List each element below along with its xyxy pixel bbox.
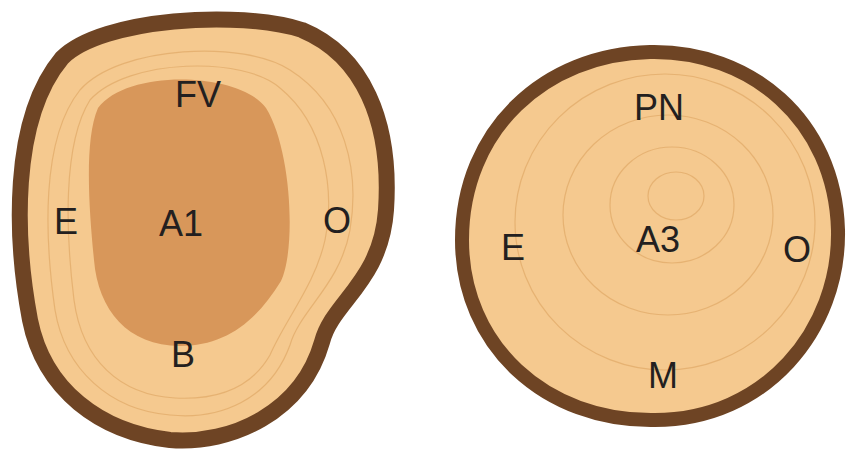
label-anchor: A1 (159, 206, 203, 242)
label-anchor: A3 (636, 222, 680, 258)
label-anchor: E (501, 230, 525, 266)
section-label: A3 (636, 219, 680, 260)
label-anchor: PN (634, 90, 684, 126)
growth-rings (48, 51, 353, 416)
right-disc (462, 52, 838, 420)
section-label: M (648, 355, 678, 396)
section-label: O (323, 200, 351, 241)
section-label: B (171, 334, 195, 375)
section-label: FV (175, 74, 221, 115)
label-anchor: FV (175, 77, 221, 113)
section-label: PN (634, 87, 684, 128)
section-label: A1 (159, 203, 203, 244)
section-label: O (783, 229, 811, 270)
left-disc (20, 19, 387, 440)
growth-rings (515, 74, 815, 370)
label-anchor: M (648, 358, 678, 394)
label-anchor: E (54, 204, 78, 240)
label-anchor: B (171, 337, 195, 373)
label-anchor: O (783, 232, 811, 268)
label-anchor: O (323, 203, 351, 239)
section-label: E (501, 227, 525, 268)
section-label: E (54, 201, 78, 242)
heartwood (89, 79, 290, 346)
